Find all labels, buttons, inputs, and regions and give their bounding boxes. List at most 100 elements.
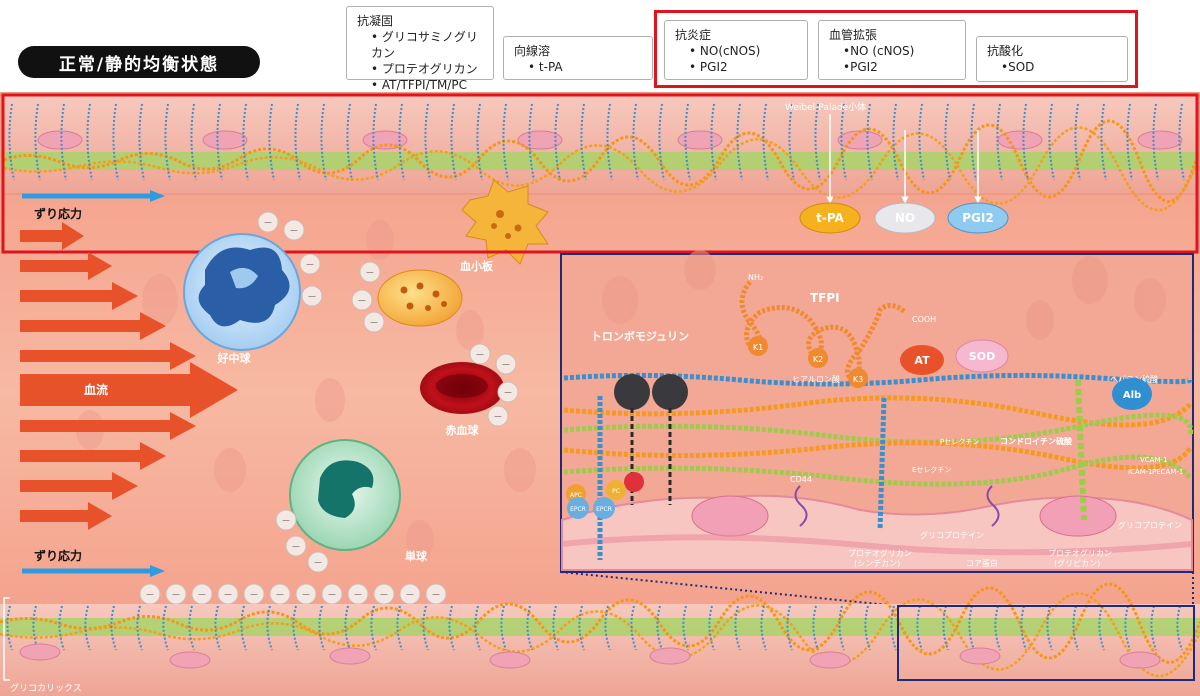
- anticoag-box: 抗凝固 • グリコサミノグリカン • プロテオグリカン • AT/TFPI/TM…: [346, 6, 494, 92]
- vcam-label: VCAM-1: [1140, 456, 1167, 464]
- tpa-bubble: t-PA: [816, 211, 844, 225]
- glycocalyx-strand: [58, 605, 65, 651]
- tfpi-label: TFPI: [810, 291, 840, 305]
- glycocalyx-strand: [188, 605, 195, 651]
- negative-charge-symbol: −: [289, 224, 298, 237]
- glycocalyx-strand: [944, 103, 951, 181]
- shear-label-bottom: ずり応力: [34, 548, 82, 563]
- glycocalyx-strand: [604, 605, 611, 651]
- negative-charge-bubble: [359, 261, 381, 283]
- weibel-label: Weibel-Palade小体: [785, 101, 866, 113]
- glycocalyx-strand: [372, 103, 379, 181]
- glycocalyx-strand: [214, 605, 221, 651]
- negative-charge-bubble: [257, 211, 279, 233]
- glycocalyx-strand: [942, 605, 949, 651]
- glycocalyx-strand: [1022, 103, 1029, 181]
- antiox-box: 抗酸化 •SOD: [976, 36, 1128, 82]
- glycocalyx-strand: [994, 605, 1001, 651]
- glycocalyx-strand: [632, 103, 639, 181]
- glycocalyx-strand: [710, 103, 717, 181]
- anticoag-item: • グリコサミノグリカン: [371, 30, 478, 60]
- highlight-frame-endothelium: [1, 93, 1199, 254]
- glypican-label-2: (グリピカン): [1054, 558, 1100, 568]
- glycocalyx-strand: [866, 103, 873, 181]
- anticoag-item: • AT/TFPI/TM/PC: [371, 78, 467, 92]
- antiinflam-item: • NO(cNOS): [689, 44, 761, 58]
- vasodil-title: 血管拡張: [829, 28, 878, 42]
- glycocalyx-strand: [1152, 103, 1159, 181]
- highlight-frame-top-boxes: [654, 10, 1138, 88]
- glycocalyx-strand: [216, 103, 223, 181]
- glycocalyx-strand: [970, 103, 977, 181]
- k2-label: K2: [813, 355, 823, 364]
- flow-label: 血流: [84, 382, 108, 397]
- k3-label: K3: [853, 375, 863, 384]
- glycocalyx-strand: [266, 605, 273, 651]
- apc-label: APC: [570, 492, 582, 499]
- negative-charge-symbol: −: [263, 216, 272, 229]
- glycocalyx-strand: [996, 103, 1003, 181]
- glycocalyx-strand: [1046, 605, 1053, 651]
- glycocalyx-strand: [84, 605, 91, 651]
- epcr-label: EPCR: [570, 506, 586, 513]
- glycocalyx-strand: [500, 605, 507, 651]
- anticoag-title: 抗凝固: [357, 14, 394, 28]
- negative-charge-bubble: [285, 535, 307, 557]
- glycocalyx-strand: [786, 605, 793, 651]
- glycocalyx-strand: [86, 103, 93, 181]
- negative-charge-symbol: −: [431, 588, 440, 601]
- monocyte-label: 単球: [405, 549, 428, 563]
- glycocalyx-strand: [1100, 103, 1107, 181]
- negative-charge-symbol: −: [145, 588, 154, 601]
- negative-charge-symbol: −: [307, 290, 316, 303]
- pgi2-bubble: PGI2: [962, 211, 993, 225]
- glycocalyx-strand: [502, 103, 509, 181]
- at-bubble: AT: [914, 354, 930, 367]
- glycocalyx-strand: [164, 103, 171, 181]
- antiox-title: 抗酸化: [987, 44, 1024, 58]
- glycoprotein-label: グリコプロテイン: [920, 530, 984, 540]
- negative-charge-symbol: −: [313, 556, 322, 569]
- negative-charge-symbol: −: [369, 316, 378, 329]
- glycocalyx-strand: [320, 103, 327, 181]
- neutrophil-label: 好中球: [217, 351, 252, 365]
- negative-charge-bubble: [497, 381, 519, 403]
- glycocalyx-strand: [788, 103, 795, 181]
- pselectin-label: Pセレクチン: [940, 438, 979, 446]
- vessel-illustration: ずり応力 Weibel-Palade小体 t-PA NO PGI2 血流 ずり応…: [0, 92, 1200, 696]
- syndecan-label: プロテオグリカン: [848, 548, 912, 558]
- vasodil-box: 血管拡張 •NO (cNOS) •PGI2: [818, 20, 966, 80]
- glycocalyx-strand: [162, 605, 169, 651]
- glycocalyx-strand: [346, 103, 353, 181]
- glycocalyx-strand: [580, 103, 587, 181]
- negative-charge-symbol: −: [249, 588, 258, 601]
- negative-charge-bubble: [363, 311, 385, 333]
- icam-label: ICAM-1: [1128, 468, 1153, 476]
- antiinflam-box: 抗炎症 • NO(cNOS) • PGI2: [664, 20, 808, 80]
- glycocalyx-strand: [292, 605, 299, 651]
- glycocalyx-strand: [1150, 605, 1157, 651]
- negative-charge-bubble: [351, 289, 373, 311]
- negative-charge-symbol: −: [171, 588, 180, 601]
- glycocalyx-strand: [656, 605, 663, 651]
- negative-charge-symbol: −: [493, 410, 502, 423]
- glycocalyx-strand: [34, 103, 41, 181]
- glycocalyx-strand: [138, 103, 145, 181]
- glycocalyx-strand: [734, 605, 741, 651]
- negative-charge-bubble: [495, 353, 517, 375]
- glycocalyx-label: グリコカリックス: [10, 682, 82, 694]
- negative-charge-symbol: −: [197, 588, 206, 601]
- negative-charges: −−−−−−−−−−−−−−−−−−−−−−−−−−: [139, 211, 519, 605]
- monocyte-cell: [289, 439, 401, 551]
- glycocalyx-strand: [1124, 605, 1131, 651]
- glycocalyx-strand: [448, 605, 455, 651]
- glycocalyx-strand: [918, 103, 925, 181]
- glycocalyx-strand: [110, 605, 117, 651]
- negative-charge-bubble: [301, 285, 323, 307]
- glycocalyx-strand: [1098, 605, 1105, 651]
- inset-source-frame: [897, 605, 1195, 681]
- glycocalyx-strand: [658, 103, 665, 181]
- rbc-label: 赤血球: [446, 423, 480, 437]
- negative-charge-symbol: −: [405, 588, 414, 601]
- negative-charge-symbol: −: [353, 588, 362, 601]
